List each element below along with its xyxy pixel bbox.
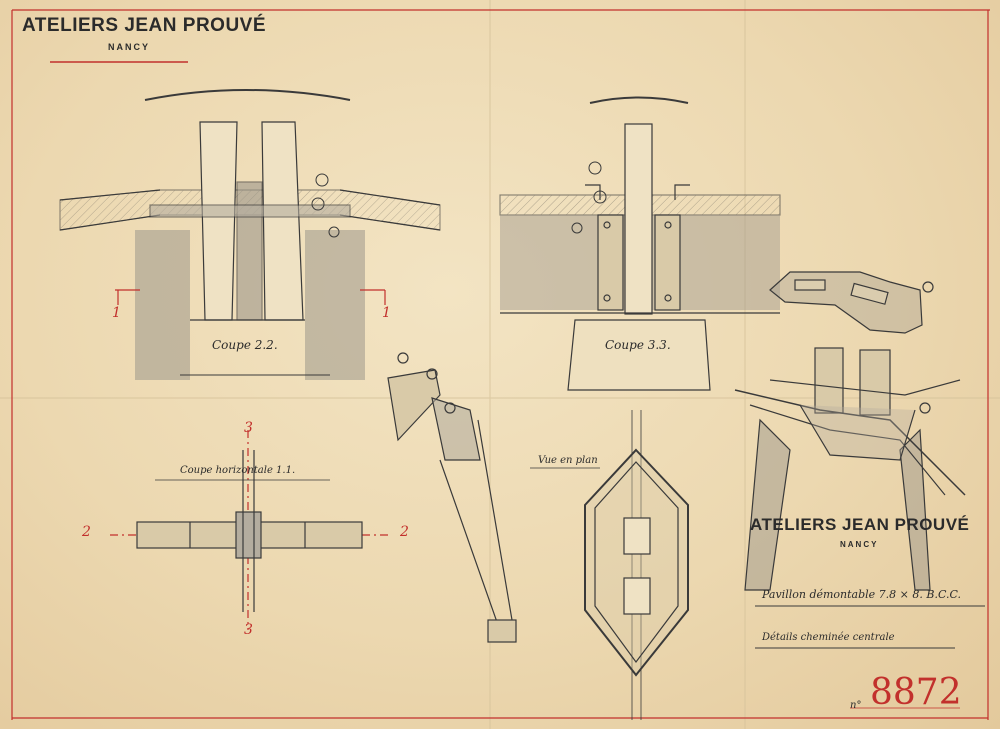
section-marker-3-bottom: 3 xyxy=(244,622,253,638)
section-2-2-drawing xyxy=(59,89,441,380)
section-marker-2-left: 2 xyxy=(82,524,91,540)
company-heading: ATELIERS JEAN PROUVÉ xyxy=(22,15,267,36)
title-block-lines xyxy=(755,605,985,649)
section-marker-2-right: 2 xyxy=(400,524,409,540)
perspective-view-drawing xyxy=(734,347,966,591)
section-marker-1-right: 1 xyxy=(382,305,391,321)
plan-view-label: Vue en plan xyxy=(538,455,598,466)
hinge-detail-drawing xyxy=(387,352,517,643)
sheet-border xyxy=(11,9,990,720)
sheet-number-prefix: n° xyxy=(850,700,862,711)
section-label-3-3: Coupe 3.3. xyxy=(605,338,671,352)
section-1-1-drawing xyxy=(110,430,390,630)
section-label-2-2: Coupe 2.2. xyxy=(212,338,278,352)
base-plate-detail xyxy=(769,271,934,334)
city-heading: NANCY xyxy=(108,42,151,52)
plan-view-drawing xyxy=(530,410,689,720)
title-block-project: Pavillon démontable 7.8 × 8. B.C.C. xyxy=(762,588,961,601)
section-label-1-1: Coupe horizontale 1.1. xyxy=(180,465,296,476)
title-block-subject: Détails cheminée centrale xyxy=(762,632,895,643)
title-block-company: ATELIERS JEAN PROUVÉ xyxy=(750,515,970,534)
section-marker-1-left: 1 xyxy=(112,305,121,321)
section-marker-3-top: 3 xyxy=(244,420,253,436)
sheet-number: 8872 xyxy=(870,672,962,713)
section-3-3-drawing xyxy=(499,96,781,391)
title-block-city: NANCY xyxy=(840,540,879,549)
